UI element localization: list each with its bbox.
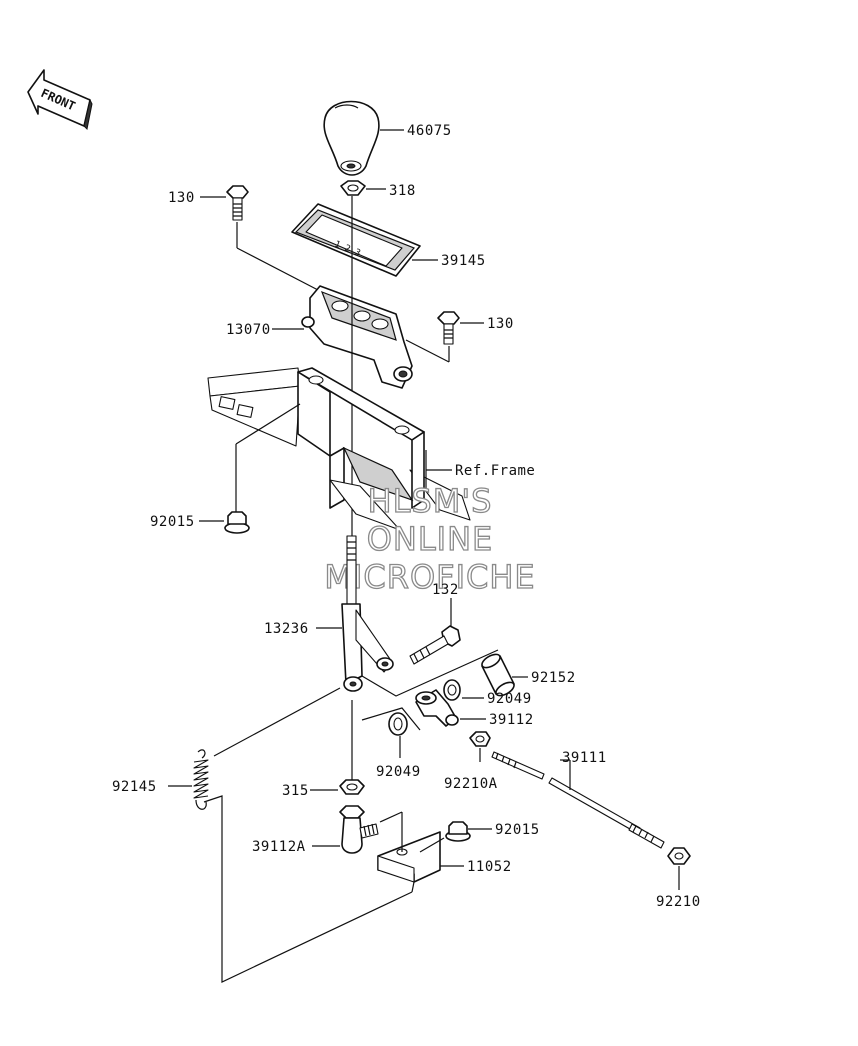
label-92015-right: 92015 (495, 822, 540, 838)
label-92210a: 92210A (444, 776, 498, 792)
shift-guide-13070 (301, 285, 413, 389)
label-130-right: 130 (487, 316, 514, 332)
rod-39111 (491, 751, 665, 849)
flange-nut-92015-right (419, 821, 471, 853)
label-46075: 46075 (407, 123, 452, 139)
shift-knob (323, 100, 380, 176)
label-315: 315 (282, 783, 309, 799)
label-130-left: 130 (168, 190, 195, 206)
label-39112a: 39112A (252, 839, 306, 855)
label-132: 132 (432, 582, 459, 598)
seal-92049-upper (443, 679, 461, 701)
bolt-130-left (226, 185, 249, 221)
lever-joint-39112 (415, 689, 459, 727)
shift-gate-plate: 1 2 3 (291, 203, 421, 277)
label-13070: 13070 (226, 322, 271, 338)
ball-joint-39112a (339, 805, 379, 854)
nut-318 (340, 180, 366, 196)
front-arrow-icon: FRONT (27, 69, 93, 131)
watermark-line2: ONLINE (367, 520, 494, 558)
bolt-132 (409, 625, 461, 665)
nut-315 (339, 779, 365, 795)
collar-92152 (481, 653, 515, 697)
label-92152: 92152 (531, 670, 576, 686)
shift-lever-13236 (341, 535, 394, 692)
label-92049-lower: 92049 (376, 764, 421, 780)
label-92145: 92145 (112, 779, 157, 795)
label-13236: 13236 (264, 621, 309, 637)
seal-92049-lower (388, 712, 408, 736)
frame-member (207, 367, 471, 521)
bracket-11052 (377, 811, 441, 883)
label-39111: 39111 (562, 750, 607, 766)
spring-92145 (193, 749, 209, 810)
label-39145: 39145 (441, 253, 486, 269)
flange-nut-92015-left (224, 511, 250, 534)
label-11052: 11052 (467, 859, 512, 875)
watermark-line1: HLSM'S (368, 482, 493, 520)
shift-bracket (297, 367, 425, 531)
nut-92210a (469, 731, 491, 747)
label-ref-frame: Ref.Frame (455, 463, 535, 479)
nut-92210 (667, 847, 691, 865)
label-92049-upper: 92049 (487, 691, 532, 707)
label-39112: 39112 (489, 712, 534, 728)
label-92015-left: 92015 (150, 514, 195, 530)
label-92210: 92210 (656, 894, 701, 910)
bolt-130-right (437, 311, 460, 345)
watermark-line3: MICROFICHE (324, 558, 535, 596)
label-318: 318 (389, 183, 416, 199)
watermark: HLSM'S ONLINE MICROFICHE (324, 481, 536, 596)
